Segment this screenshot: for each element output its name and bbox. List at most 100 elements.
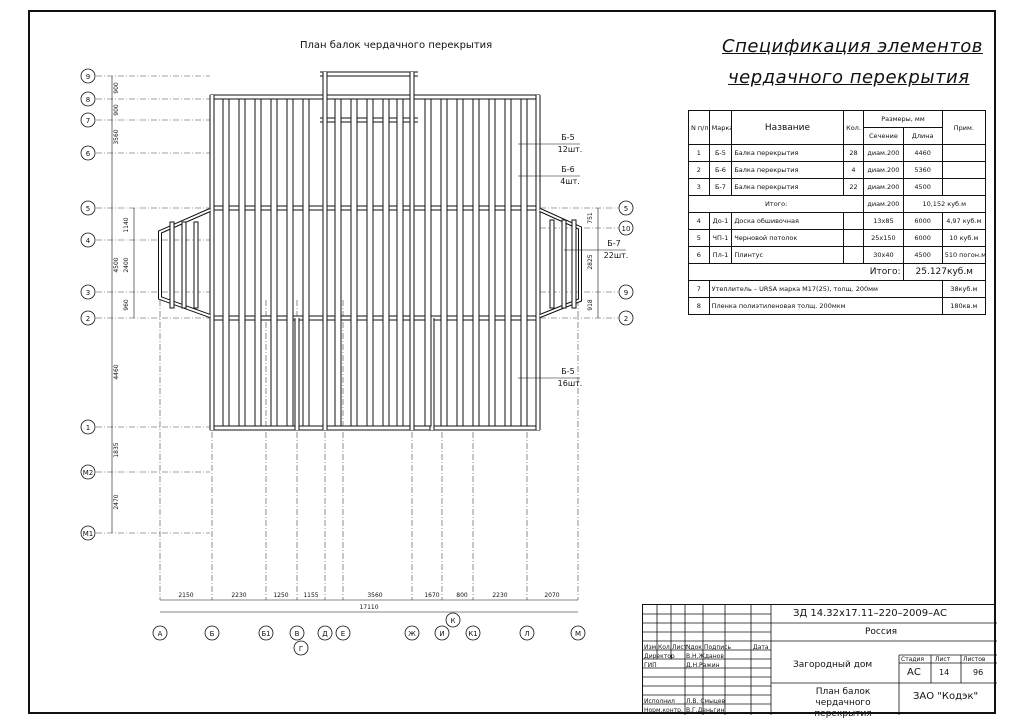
beam [571, 219, 577, 309]
stage-value: АС [907, 667, 921, 678]
axis-marker [618, 220, 634, 236]
axis-label: 3 [86, 289, 90, 297]
cell: диам.200 [863, 144, 904, 162]
dim-text: 751 [587, 212, 594, 224]
axis-label: 2 [624, 315, 628, 323]
cell: 10 куб.м [941, 229, 987, 247]
cell: 6000 [902, 229, 943, 247]
cell: 510 погон.м [941, 246, 987, 264]
axis-label: 1 [86, 424, 90, 432]
subtotal-value: 10,152 куб.м [902, 195, 986, 213]
col-list: Лист [672, 644, 688, 651]
spec-title-line1: Спецификация элементов [722, 36, 983, 57]
axis-marker [152, 625, 168, 641]
dim-text: 1250 [273, 592, 288, 599]
hdr-length: Длина [902, 127, 943, 145]
hdr-note: Прим. [941, 110, 987, 145]
beam [302, 98, 310, 427]
sheets-value: 96 [973, 668, 984, 677]
beam-qty: 16шт. [558, 379, 583, 388]
axis-label: Б [210, 630, 215, 638]
cell [842, 246, 865, 264]
axis-label: Б1 [261, 630, 270, 638]
person: Л.В. Смыцев [686, 698, 726, 705]
company: ЗАО "Кодэк" [913, 691, 979, 702]
axis-marker [80, 200, 96, 216]
axis-label: И [439, 630, 444, 638]
axis-marker [335, 625, 351, 641]
beam [382, 98, 390, 427]
axis-label: Е [341, 630, 345, 638]
cell: Пл-1 [708, 246, 733, 264]
spec-title-line2: чердачного перекрытия [728, 67, 970, 88]
beam [504, 98, 512, 427]
cell: 4500 [902, 178, 943, 196]
dim-text: 2070 [544, 592, 559, 599]
beam [350, 98, 358, 427]
dim-text: 2150 [178, 592, 193, 599]
dim-text: 918 [587, 299, 594, 311]
dim-text: 800 [456, 592, 468, 599]
role: Директор [644, 653, 675, 660]
drawing-sheet [28, 10, 996, 714]
cell: Доска обшивочная [731, 212, 844, 230]
beam [366, 98, 374, 427]
cell: 4,97 куб.м [941, 212, 987, 230]
cell: Балка перекрытия [731, 178, 844, 196]
sheet-label: Лист [935, 656, 951, 663]
cell: Дo-1 [708, 212, 733, 230]
beam [549, 219, 555, 309]
axis-marker [289, 625, 305, 641]
axis-marker [445, 612, 461, 628]
beam-qty: 22шт. [604, 251, 629, 260]
sheets-label: Листов [963, 656, 986, 663]
axis-label: М [575, 630, 581, 638]
axis-marker [293, 640, 309, 656]
axis-marker [404, 625, 420, 641]
spec-table: N п/п Марка Название Кол. Размеры, мм Пр… [687, 110, 987, 315]
subtotal-section: диам.200 [863, 195, 904, 213]
axis-label: 9 [86, 73, 90, 81]
hdr-mark: Марка [708, 110, 733, 145]
dim-text: 1835 [113, 442, 120, 457]
axis-marker [80, 145, 96, 161]
dim-text: 900 [113, 82, 120, 94]
dim-text: 17110 [359, 604, 378, 611]
cell [842, 212, 865, 230]
dim-text: 2470 [113, 494, 120, 509]
cell: 1 [688, 144, 710, 162]
dim-text: 2825 [587, 254, 594, 269]
cell: 25х150 [863, 229, 904, 247]
beam [561, 219, 567, 309]
axis-label: 7 [86, 117, 90, 125]
bay-right-inner [539, 209, 581, 317]
axis-marker [618, 200, 634, 216]
cell: 30х40 [863, 246, 904, 264]
dim-text: 2230 [231, 592, 246, 599]
stage-label: Стадия [901, 656, 925, 663]
hdr-qty: Кол. [842, 110, 865, 145]
axis-marker [80, 464, 96, 480]
hdr-section: Сечение [863, 127, 904, 145]
axis-label: Ж [408, 630, 416, 638]
cell: 180кв.м [941, 297, 987, 315]
cell: 28 [842, 144, 865, 162]
dim-text: 1140 [123, 217, 130, 232]
beam [334, 98, 342, 427]
axis-marker [80, 91, 96, 107]
axis-label: М1 [83, 530, 94, 538]
cell: 6000 [902, 212, 943, 230]
country: Россия [865, 627, 898, 637]
beam [472, 98, 480, 427]
beam-mark: Б-7 [607, 239, 620, 248]
axis-marker [258, 625, 274, 641]
person: В.Г.Деньгин [686, 707, 725, 714]
beam [396, 98, 404, 427]
axis-marker [519, 625, 535, 641]
cell: 6 [688, 246, 710, 264]
spec-total-row: Итого: 25.127куб.м [688, 263, 986, 281]
cell [941, 144, 987, 162]
cell: Утеплитель – URSA марка М17(25), толщ. 2… [708, 280, 943, 298]
cell: Пленка полиэтиленовая толщ. 200мкм [708, 297, 943, 315]
cell: Б-7 [708, 178, 733, 196]
